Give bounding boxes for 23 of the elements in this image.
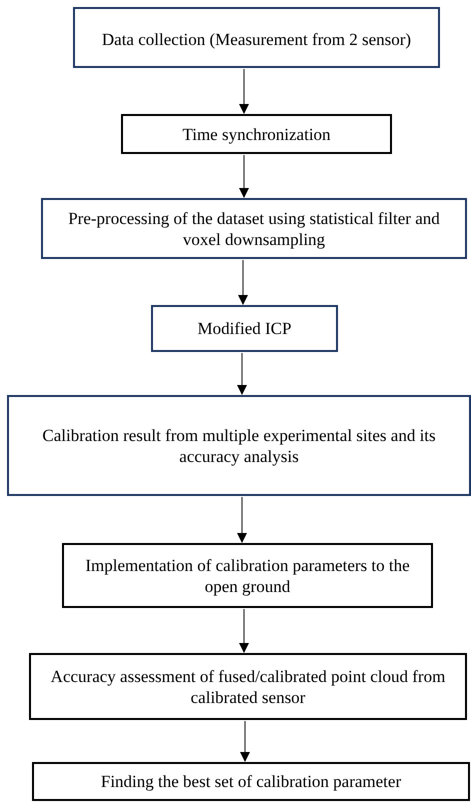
process-box	[41, 198, 467, 259]
process-box	[29, 653, 467, 720]
step-text: Modified ICP	[198, 318, 292, 339]
process-box	[121, 114, 392, 154]
process-box	[7, 395, 471, 496]
arrow	[239, 155, 249, 198]
process-box	[62, 543, 433, 608]
process-box	[151, 305, 338, 352]
step-text: Accuracy assessment of fused/calibrated point cloud from calibrated sensor	[50, 666, 446, 708]
step-text: Time synchronization	[182, 124, 331, 144]
arrow	[240, 721, 250, 762]
arrow	[239, 609, 249, 653]
process-box	[32, 762, 470, 801]
step-text: Pre-processing of the dataset using statistical filter and voxel downsampling	[67, 208, 441, 250]
step-text: Finding the best set of calibration parameter	[100, 771, 402, 792]
arrow	[237, 497, 247, 543]
arrow	[239, 69, 249, 114]
step-text: Implementation of calibration parameters to the open ground	[84, 554, 411, 596]
process-box	[73, 7, 440, 68]
arrow	[237, 353, 247, 395]
step-text: Data collection (Measurement from 2 sensor)	[102, 29, 412, 50]
step-text: Calibration result from multiple experimental sites and its accuracy analysis	[41, 424, 437, 466]
arrow	[238, 260, 248, 305]
